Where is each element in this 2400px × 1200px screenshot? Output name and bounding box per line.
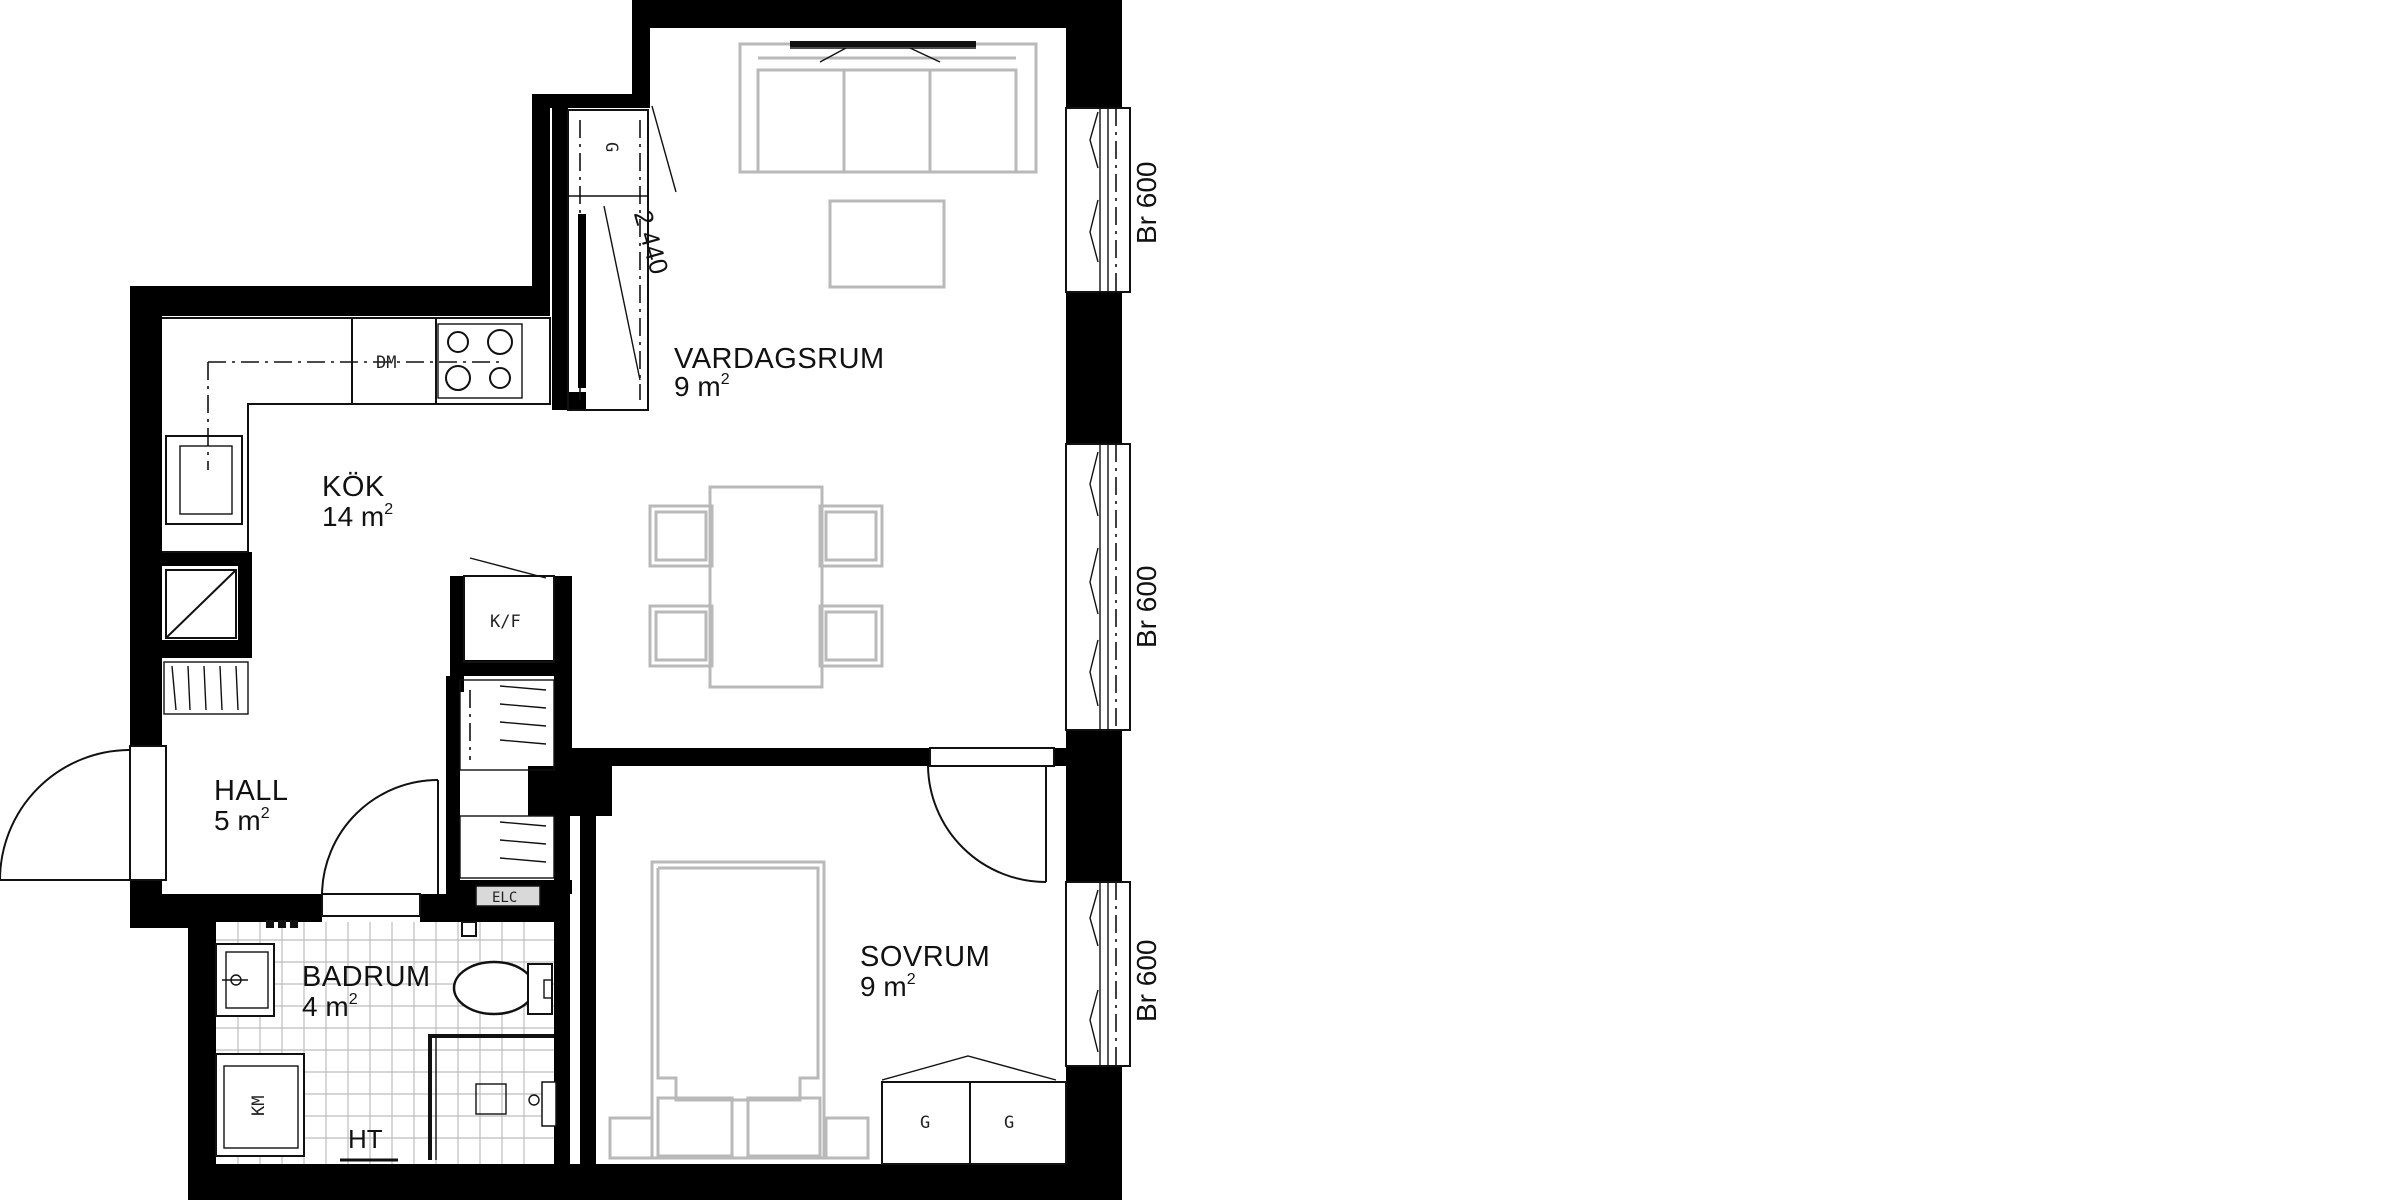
window-label-living-bottom: Br 600 [1131, 566, 1162, 649]
kitchen-fixtures [162, 317, 555, 907]
electrical-cabinet-label: ELC [492, 890, 517, 906]
room-name-sovrum: SOVRUM [860, 941, 990, 973]
room-name-hall: HALL [214, 775, 289, 807]
washing-machine-label: KM [249, 1096, 269, 1116]
stove [435, 317, 551, 405]
towel-heater-label: HT [348, 1124, 383, 1154]
dishwasher-label: DM [376, 353, 396, 373]
entrance-door [0, 745, 167, 881]
toilet [452, 960, 553, 1016]
room-area-kok: 14 m2 [322, 501, 393, 532]
washbasin [215, 943, 275, 1017]
living-wardrobe-label: G [601, 142, 621, 152]
room-area-hall: 5 m2 [214, 805, 270, 836]
window-living-bottom [1065, 443, 1131, 731]
bathroom-fixtures [215, 920, 557, 1164]
wardrobe-dimension-label: 2 440 [628, 207, 675, 278]
doors [0, 745, 1055, 917]
room-name-kok: KÖK [322, 471, 385, 503]
window-label-bedroom: Br 600 [1131, 940, 1162, 1023]
sofa [738, 42, 1038, 174]
window-bedroom [1065, 881, 1131, 1067]
room-area-sovrum: 9 m2 [860, 971, 916, 1002]
room-name-vardagsrum: VARDAGSRUM [674, 343, 885, 375]
bedroom-wardrobe-2-label: G [1004, 1113, 1014, 1133]
windows [1065, 107, 1131, 1067]
bedroom-wardrobe-1-label: G [920, 1113, 930, 1133]
dining-set [648, 485, 884, 689]
coffee-table [828, 199, 946, 289]
fridge-freezer-label: K/F [490, 612, 521, 632]
window-label-living-top: Br 600 [1131, 162, 1162, 245]
bedroom-wardrobes [881, 1055, 1067, 1165]
room-area-vardagsrum: 9 m2 [674, 371, 730, 402]
furniture-layer [608, 42, 1038, 1160]
room-name-badrum: BADRUM [302, 961, 431, 993]
room-labels: VARDAGSRUM 9 m2 KÖK 14 m2 HALL 5 m2 BADR… [214, 343, 990, 1022]
walls [130, 0, 1122, 1200]
window-living-top [1065, 107, 1131, 293]
bathroom-door [321, 779, 439, 917]
window-labels: Br 600 Br 600 Br 600 [1131, 162, 1162, 1023]
double-bed [608, 860, 870, 1160]
bedroom-door [927, 747, 1055, 883]
living-wardrobe [567, 41, 976, 411]
kitchen-sink [165, 435, 243, 525]
room-area-badrum: 4 m2 [302, 991, 358, 1022]
